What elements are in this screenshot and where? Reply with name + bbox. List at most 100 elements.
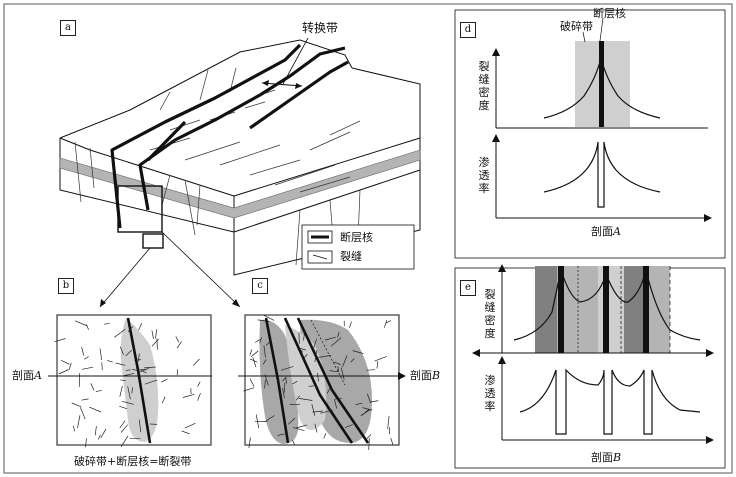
fracture-mark — [366, 369, 375, 371]
fracture-mark — [74, 320, 88, 327]
panel-a-block-diagram — [59, 37, 421, 308]
fracture-mark — [317, 372, 319, 382]
fracture-mark — [89, 406, 102, 413]
fracture-mark — [295, 395, 300, 401]
panel-e-permeability-curve — [519, 368, 701, 435]
fracture-mark — [265, 339, 272, 346]
fracture-mark — [120, 379, 126, 382]
fracture-mark — [334, 399, 338, 409]
panel-d-permeability-curve — [543, 141, 661, 208]
panel-d-permeability-axis-label: 渗透率 — [478, 156, 490, 195]
fracture-mark — [340, 367, 345, 380]
block-edge-line — [233, 169, 421, 233]
panel-tag-a: a — [60, 20, 76, 36]
stratum-layer — [59, 149, 421, 219]
fracture-mark — [255, 339, 261, 343]
panel-e-fault-core-3 — [643, 266, 649, 353]
fracture-mark — [151, 338, 160, 347]
fracture-mark — [243, 387, 255, 392]
fracture-mark — [115, 362, 126, 366]
fracture-mark — [184, 422, 196, 429]
fracture-mark — [387, 415, 390, 430]
panel-d-x-label: 剖面A — [591, 226, 621, 237]
fracture-mark — [326, 387, 331, 394]
panel-b-map — [48, 314, 212, 448]
fracture-mark — [61, 359, 70, 365]
fault-trace-main — [110, 43, 302, 229]
fracture-mark — [81, 398, 89, 401]
panel-d-fault-core — [599, 41, 604, 127]
fracture-mark — [58, 369, 70, 375]
panel-e-fault-core-1 — [558, 266, 564, 353]
panel-e-fault-core-2 — [603, 266, 609, 353]
fault-trace-second — [138, 46, 346, 211]
fracture-mark — [249, 378, 255, 387]
panel-c-map — [238, 314, 406, 451]
fracture-mark — [193, 358, 200, 366]
fracture-mark — [85, 438, 87, 448]
fracture-mark — [176, 341, 182, 349]
fracture-mark — [337, 366, 339, 372]
profile-b-letter: B — [432, 369, 441, 382]
fracture-mark — [292, 439, 295, 445]
fracture-mark — [125, 369, 131, 371]
fracture-mark — [138, 419, 142, 433]
fracture-mark — [120, 435, 129, 448]
fracture-mark — [99, 348, 103, 361]
fracture-mark — [293, 427, 305, 432]
callout-to-c — [161, 231, 241, 308]
fracture-mark — [81, 366, 94, 370]
fracture-mark — [181, 430, 190, 435]
legend-fault-core-label: 断层核 — [340, 231, 373, 244]
fracture-mark — [121, 400, 134, 405]
fracture-mark — [311, 404, 316, 416]
fracture-mark — [320, 409, 333, 414]
fracture-mark — [197, 392, 201, 401]
fracture-mark — [368, 438, 370, 451]
fracture-mark — [97, 434, 101, 440]
fracture-mark — [144, 366, 156, 369]
fracture-mark — [292, 380, 298, 385]
fracture-mark — [250, 350, 259, 358]
fracture-mark — [197, 381, 201, 387]
panel-e-x-label: 剖面B — [591, 452, 621, 463]
fracture-mark — [370, 400, 379, 403]
fracture-mark — [129, 437, 141, 440]
fracture-mark — [303, 353, 308, 359]
panel-d-profile — [454, 9, 726, 259]
fracture-mark — [252, 357, 257, 368]
fracture-mark — [155, 329, 158, 339]
fracture-mark — [127, 386, 131, 400]
fracture-mark — [182, 393, 195, 398]
fracture-mark — [77, 415, 81, 429]
fracture-mark — [156, 338, 158, 350]
panel-d-x-prefix: 剖面 — [591, 225, 613, 238]
figure-frame — [3, 3, 733, 474]
fracture-mark — [324, 336, 336, 341]
panel-d-fault-core-label: 断层核 — [593, 7, 626, 20]
profile-a-label: 剖面A — [12, 370, 42, 381]
fracture-mark — [257, 319, 270, 322]
transition-zone-label: 转换带 — [302, 21, 339, 35]
zoom-box-small — [142, 233, 164, 249]
fracture-mark — [54, 338, 66, 343]
panel-e-x-letter: B — [613, 451, 622, 464]
fracture-mark — [119, 385, 123, 397]
fracture-mark — [360, 409, 371, 416]
panel-e-density-curve — [513, 267, 701, 341]
fracture-mark — [285, 377, 287, 384]
fracture-mark — [119, 420, 126, 429]
fracture-mark — [263, 345, 266, 358]
fracture-mark — [342, 355, 348, 367]
fracture-mark — [81, 346, 85, 356]
fracture-mark — [137, 367, 149, 374]
fracture-mark — [376, 361, 379, 369]
fracture-mark — [161, 396, 166, 404]
panel-tag-c: c — [252, 278, 268, 294]
fracture-mark — [160, 378, 168, 383]
fracture-mark — [132, 368, 139, 371]
panel-c-fault-core-2 — [283, 317, 354, 444]
fracture-mark — [144, 379, 158, 385]
fracture-mark — [374, 356, 387, 362]
profile-a-prefix: 剖面 — [12, 369, 34, 382]
